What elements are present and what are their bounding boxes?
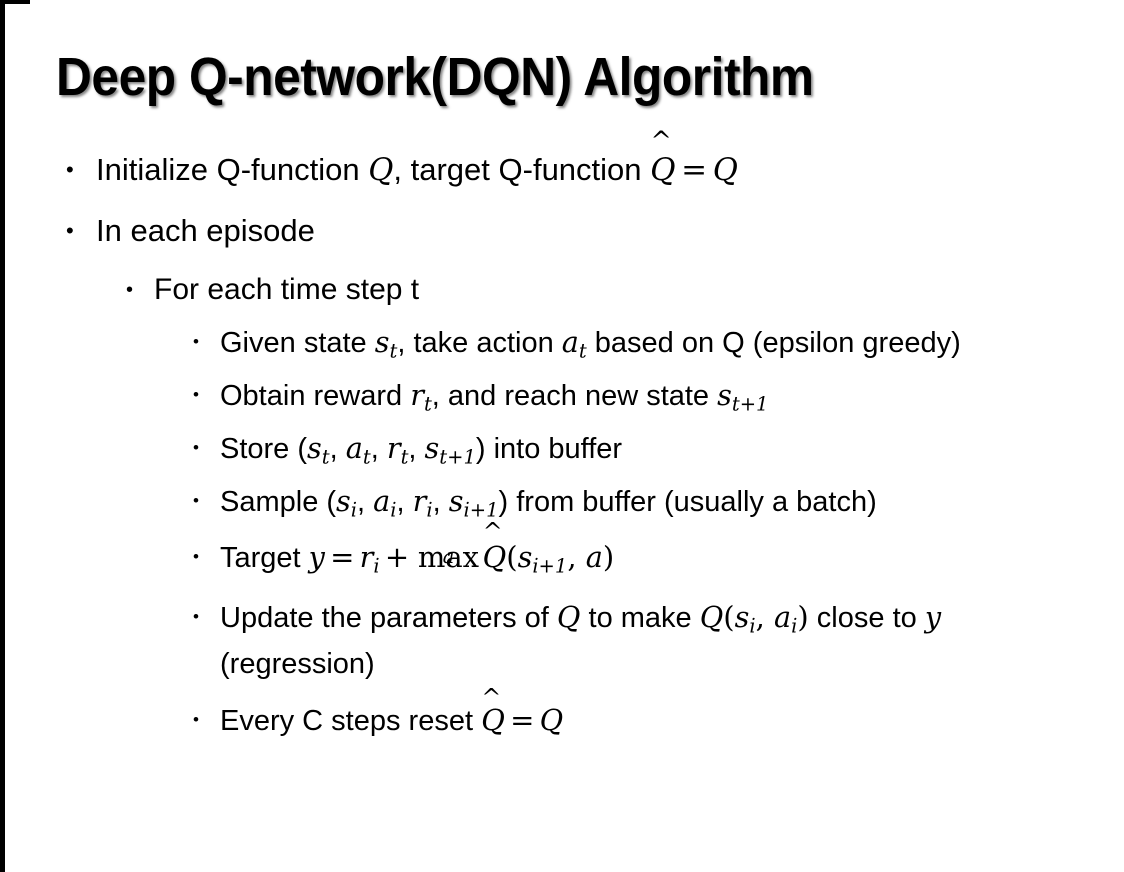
math-variable-subscripted: at [345,431,371,469]
bullet-given-state: • Given state st, take action at based o… [0,319,1124,366]
math-punctuation: , [567,540,586,574]
math-variable-subscripted: at [561,325,587,363]
math-punctuation: , [755,600,775,634]
slide-body-outline: • Initialize Q-function Q, target Q-func… [0,124,1124,750]
bullet-dot-icon: • [193,547,199,566]
math-variable: Q [712,153,738,188]
math-variable-subscripted: si+1 [448,484,499,522]
math-variable: y [924,600,942,634]
math-variable-subscripted: ri [412,484,433,522]
math-subscript: i+1 [463,498,499,522]
math-variable: a [585,540,603,574]
math-variable-subscripted: rt [410,378,432,416]
bullet-update-parameters: • Update the parameters of Q to make Q(s… [0,594,1124,687]
math-variable-subscripted: si [336,484,358,522]
bullet-obtain-reward: • Obtain reward rt, and reach new state … [0,372,1124,419]
slide-title: Deep Q-network(DQN) Algorithm [56,47,814,107]
bullet-dot-icon: • [193,710,199,729]
math-variable-subscripted: st+1 [424,431,476,469]
math-punctuation: ) [797,600,809,634]
math-variable-subscripted: ri [359,540,380,578]
math-subscript: i+1 [532,554,568,578]
circumflex-accent-icon: ^ [481,682,502,711]
bullet-text: Store (st, at, rt, st+1) into buffer [220,431,623,469]
bullet-dot-icon: • [126,279,134,301]
math-q-hat: Q^ [481,682,505,737]
math-subscript: i [350,498,358,522]
math-variable: Q [699,600,724,634]
math-q-hat: Q^ [482,516,507,574]
math-operator: = [330,540,355,574]
bullet-dot-icon: • [66,157,74,182]
bullet-sample-batch: • Sample (si, ai, ri, si+1) from buffer … [0,478,1124,525]
bullet-dot-icon: • [193,332,199,351]
math-operator: = [681,152,708,188]
math-variable-subscripted: si+1 [517,540,568,578]
bullet-store-transition: • Store (st, at, rt, st+1) into buffer [0,425,1124,472]
math-subscript: t+1 [439,445,476,469]
bullet-dot-icon: • [193,385,199,404]
bullet-text: Sample (si, ai, ri, si+1) from buffer (u… [220,484,877,522]
math-subscript: i [373,554,380,578]
bullet-text: Every C steps reset Q^=Q [220,682,1100,744]
math-variable: Q [556,600,581,634]
math-subscript: i [749,614,756,638]
slide-top-border [0,0,30,4]
math-variable-subscripted: st [307,431,330,469]
math-punctuation: ) [602,540,615,574]
bullet-text: Obtain reward rt, and reach new state st… [220,378,769,416]
bullet-dot-icon: • [66,218,74,243]
math-subscript: t [400,445,409,469]
math-subscript: t [362,445,371,469]
circumflex-accent-icon: ^ [650,124,672,155]
math-variable-subscripted: ai [774,600,798,638]
math-variable: Q [539,703,564,737]
bullet-dot-icon: • [193,607,199,626]
bullet-text: Update the parameters of Q to make Q(si,… [220,600,942,680]
bullet-reset-target: • Every C steps reset Q^=Q [0,682,1124,744]
bullet-text: Initialize Q-function Q, target Q-functi… [96,124,1076,201]
math-punctuation: ( [506,540,518,574]
math-subscript: t [389,339,398,363]
math-subscript: t [423,392,432,416]
math-punctuation: ( [723,600,735,634]
bullet-text: Given state st, take action at based on … [220,325,961,363]
math-subscript: t [578,339,587,363]
math-variable: y [308,540,325,574]
math-max-limit: a [442,544,455,568]
bullet-dot-icon: • [193,491,199,510]
math-operator: = [510,703,535,737]
math-subscript: i [390,498,397,522]
bullet-in-each-episode: • In each episode [0,201,1124,261]
math-variable-subscripted: st [374,325,398,363]
math-q-hat: Q^ [650,124,676,188]
math-subscript: t+1 [731,392,769,416]
math-operator: + [384,540,410,574]
math-variable-subscripted: rt [386,431,409,469]
math-variable-subscripted: si [734,600,756,638]
bullet-for-each-time-step: • For each time step t [0,261,1124,319]
math-variable: Q [368,153,394,188]
slide-left-border [0,0,5,872]
circumflex-accent-icon: ^ [482,516,503,545]
bullet-text: In each episode [96,213,315,248]
math-subscript: i [426,498,433,522]
math-variable-subscripted: ai [373,484,397,522]
math-subscript: t [321,445,330,469]
bullet-dot-icon: • [193,438,199,457]
math-subscript: i [791,614,798,638]
math-variable-subscripted: st+1 [717,378,769,416]
bullet-text: For each time step t [154,273,420,306]
bullet-initialize: • Initialize Q-function Q, target Q-func… [0,124,1124,201]
